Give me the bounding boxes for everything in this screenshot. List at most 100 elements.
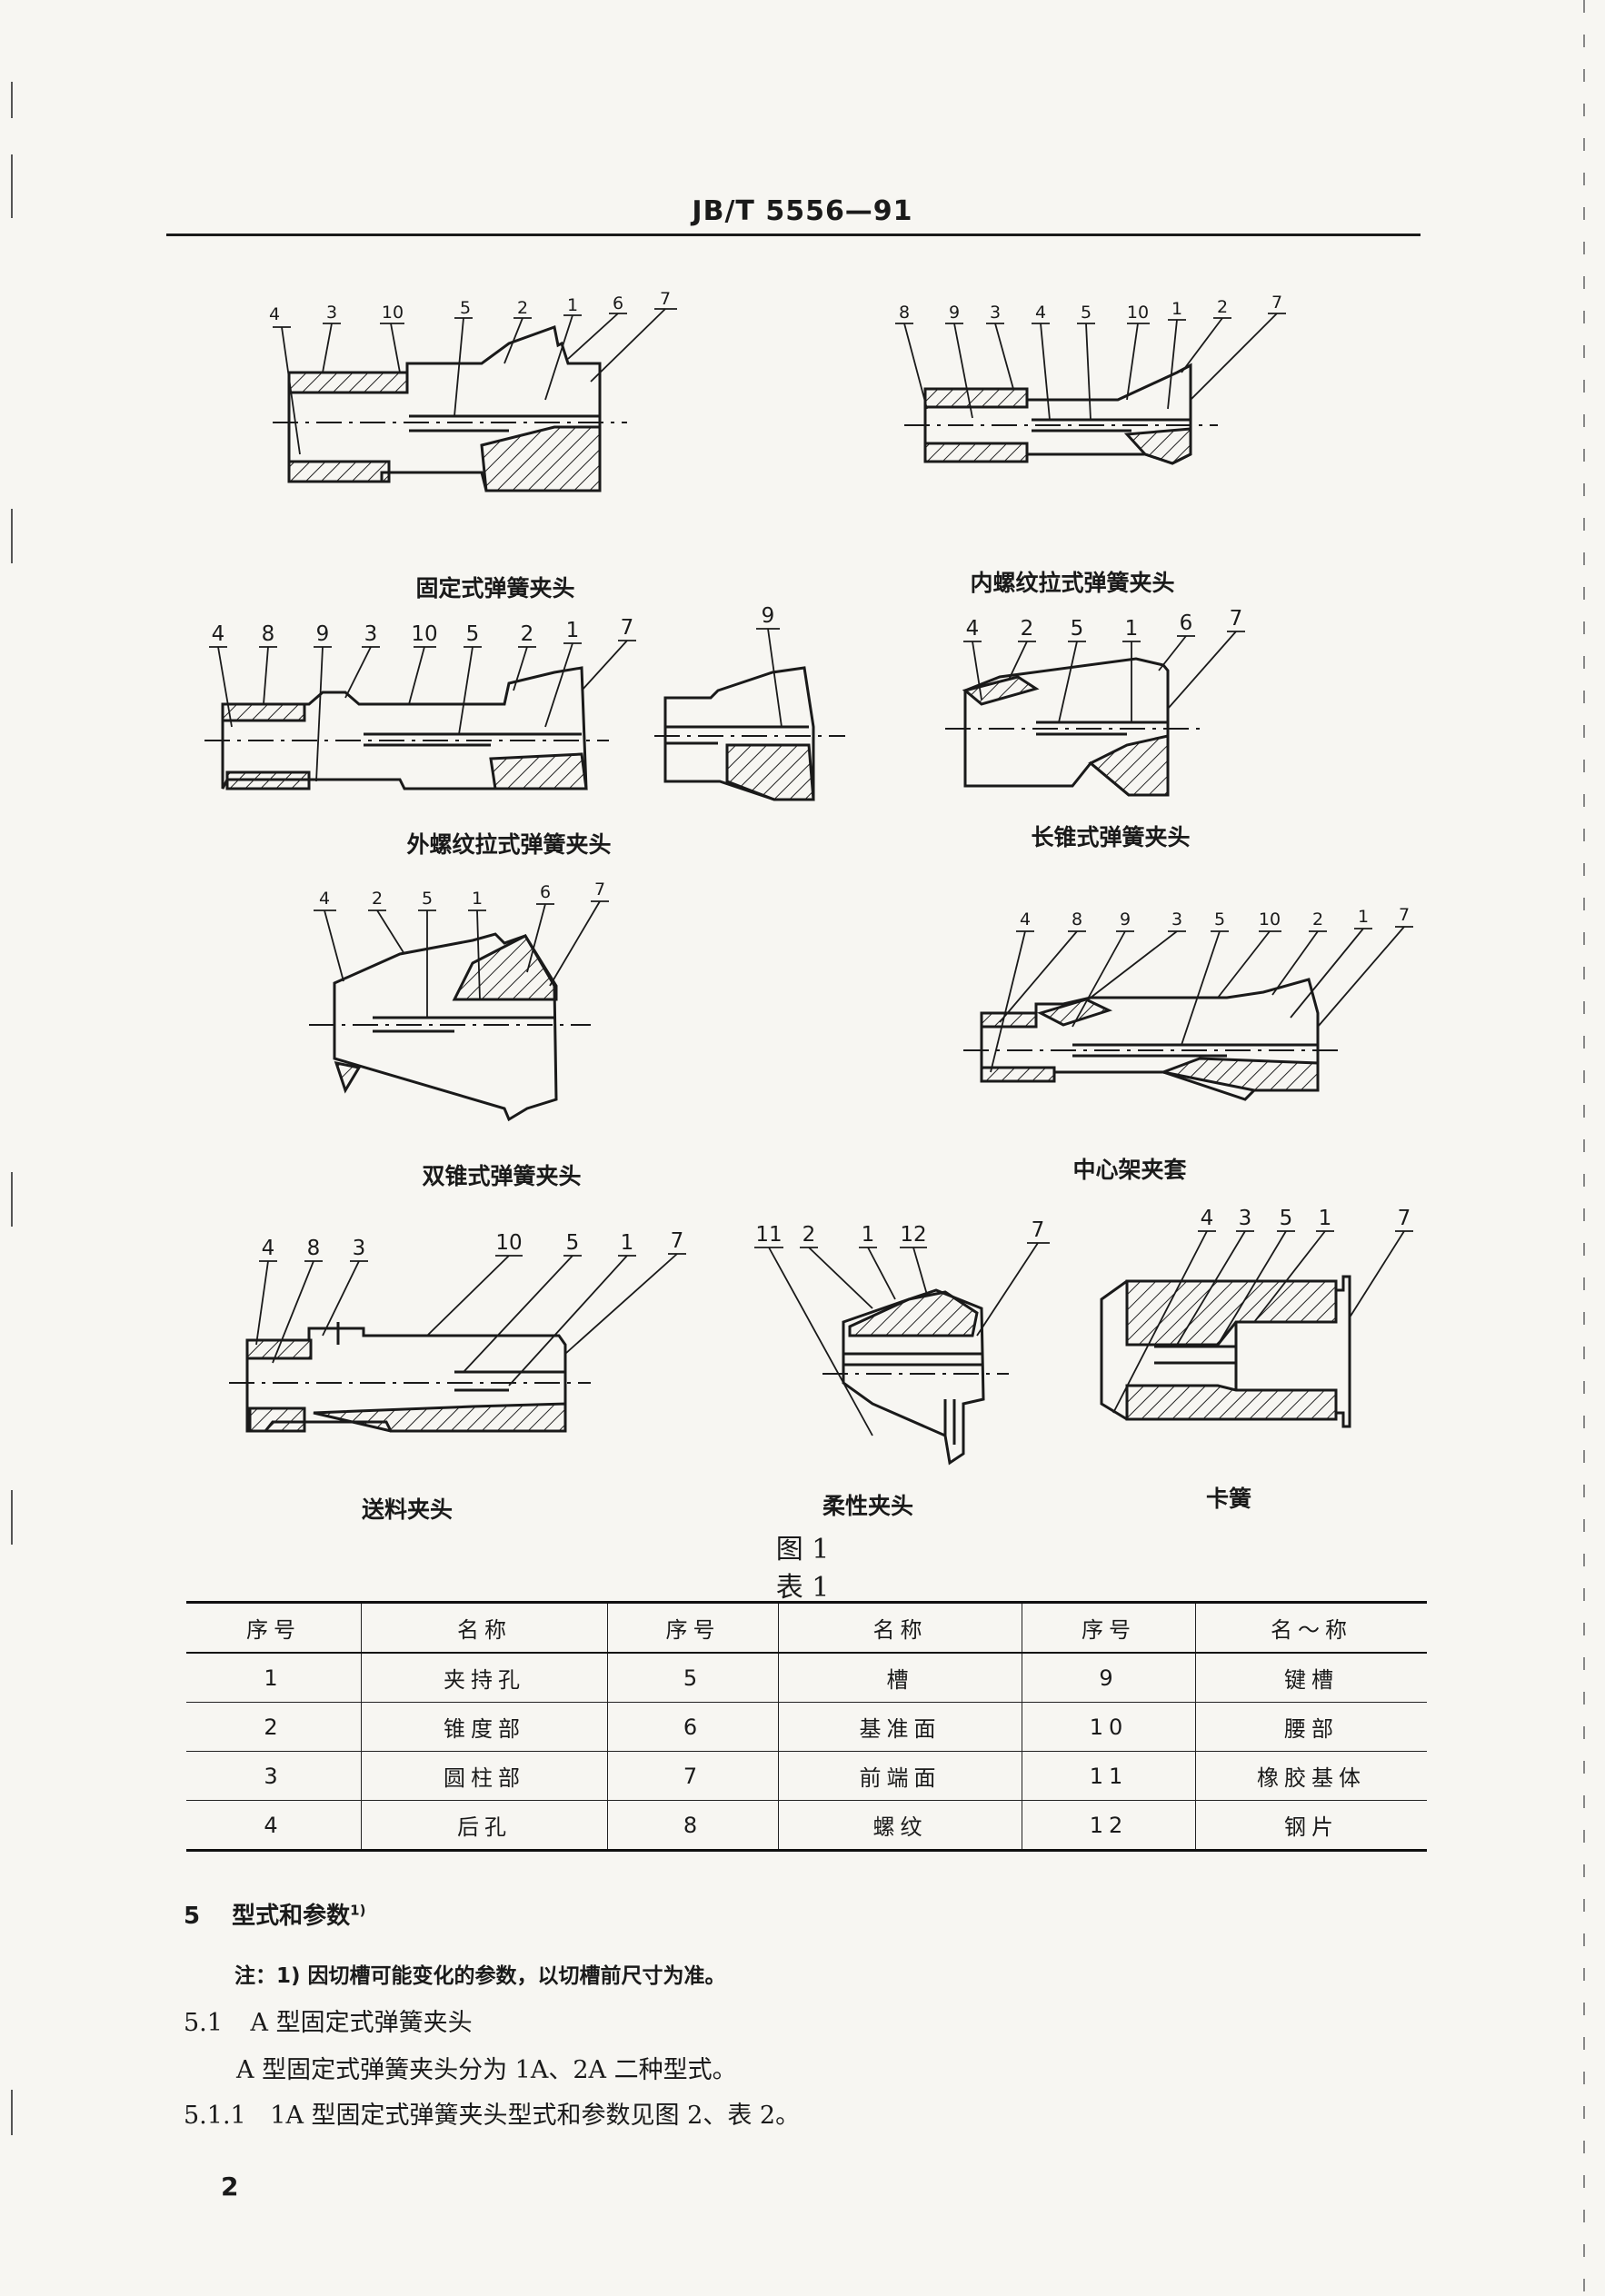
callout-label: 1 xyxy=(1171,299,1182,319)
table-cell: 4 xyxy=(186,1800,362,1851)
figure-label: 图 1 xyxy=(775,1534,830,1565)
table-header-cell: 名称 xyxy=(361,1602,608,1653)
callout-label: 7 xyxy=(621,616,634,640)
callout-label: 1 xyxy=(472,889,483,909)
callout-label: 2 xyxy=(517,298,528,318)
callout-label: 4 xyxy=(262,1237,275,1260)
caption-center-rest-sleeve: 中心架夹套 xyxy=(1072,1157,1187,1183)
table-cell: 8 xyxy=(607,1800,779,1851)
drawing-fixed-collet xyxy=(273,308,677,492)
parts-table: 序号 名称 序号 名称 序号 名～称 1 夹持孔 5 槽 9 键槽 2 锥度部 … xyxy=(186,1601,1427,1852)
callout-label: 1 xyxy=(567,295,578,315)
table-cell: 键槽 xyxy=(1195,1653,1427,1703)
callout-label: 6 xyxy=(613,293,623,313)
callout-label: 1 xyxy=(1319,1207,1332,1230)
table-cell: 11 xyxy=(1022,1751,1196,1801)
callout-label: 10 xyxy=(382,303,404,323)
callout-label: 11 xyxy=(755,1223,782,1247)
callout-label: 2 xyxy=(521,622,534,646)
table-cell: 橡胶基体 xyxy=(1195,1751,1427,1801)
caption-external-thread-collet: 外螺纹拉式弹簧夹头 xyxy=(406,831,612,858)
margin-mark xyxy=(11,1490,13,1545)
callout-label: 4 xyxy=(1201,1207,1214,1230)
callout-label: 9 xyxy=(762,604,775,628)
callout-label: 7 xyxy=(1271,293,1282,313)
footnote-note: 注：1) 因切槽可能变化的参数，以切槽前尺寸为准。 xyxy=(234,1964,726,1988)
drawing-double-taper-collet xyxy=(309,900,609,1122)
callout-label: 3 xyxy=(1171,909,1182,929)
callout-label: 3 xyxy=(990,303,1001,323)
margin-mark xyxy=(11,154,13,218)
callout-label: 4 xyxy=(1020,909,1031,929)
callout-label: 2 xyxy=(372,889,383,909)
callout-label: 5 xyxy=(460,298,471,318)
section-5-1-1-heading: 5.1.1 1A 型固定式弹簧夹头型式和参数见图 2、表 2。 xyxy=(184,2095,800,2131)
callout-label: 4 xyxy=(269,304,280,324)
margin-mark xyxy=(11,509,13,563)
callout-label: 6 xyxy=(540,882,551,902)
callout-label: 9 xyxy=(949,303,960,323)
callout-label: 4 xyxy=(966,617,980,641)
callout-label: 1 xyxy=(1358,907,1369,927)
table-cell: 10 xyxy=(1022,1702,1196,1752)
table-cell: 后孔 xyxy=(361,1800,608,1851)
callout-label: 1 xyxy=(621,1231,634,1255)
table-label: 表 1 xyxy=(775,1572,830,1604)
caption-snap-spring: 卡簧 xyxy=(1205,1486,1252,1512)
callout-label: 5 xyxy=(1214,909,1225,929)
table-cell: 前端面 xyxy=(778,1751,1022,1801)
callout-label: 8 xyxy=(899,303,910,323)
table-header-row: 序号 名称 序号 名称 序号 名～称 xyxy=(186,1602,1427,1653)
table-cell: 圆柱部 xyxy=(361,1751,608,1801)
callout-label: 3 xyxy=(326,303,337,323)
callout-label: 3 xyxy=(353,1237,366,1260)
callout-label: 5 xyxy=(466,622,480,646)
drawing-keyway-detail xyxy=(654,628,845,801)
table-cell: 夹持孔 xyxy=(361,1653,608,1703)
callout-label: 2 xyxy=(1312,909,1323,929)
table-cell: 7 xyxy=(607,1751,779,1801)
callout-label: 6 xyxy=(1180,611,1193,635)
table-row: 4 后孔 8 螺纹 12 钢片 xyxy=(186,1800,1427,1851)
caption-internal-thread-collet: 内螺纹拉式弹簧夹头 xyxy=(970,570,1175,596)
callout-label: 4 xyxy=(212,622,225,646)
footnote-ref: 1) xyxy=(350,1902,366,1919)
callout-label: 5 xyxy=(1081,303,1092,323)
callout-label: 1 xyxy=(862,1223,875,1247)
section-number: 5.1.1 xyxy=(184,2102,246,2130)
callout-label: 7 xyxy=(594,880,605,900)
table-row: 1 夹持孔 5 槽 9 键槽 xyxy=(186,1653,1427,1703)
table-header-cell: 序号 xyxy=(186,1602,362,1653)
figure-1-drawings: 4 3 10 5 2 1 6 7 8 9 3 4 5 10 1 2 7 4 8 … xyxy=(204,289,1413,1466)
caption-long-taper-collet: 长锥式弹簧夹头 xyxy=(1031,824,1191,850)
table-cell: 腰部 xyxy=(1195,1702,1427,1752)
table-row: 2 锥度部 6 基准面 10 腰部 xyxy=(186,1702,1427,1752)
table-header-cell: 序号 xyxy=(1022,1602,1196,1653)
section-title: 型式和参数 xyxy=(232,1903,351,1930)
drawing-center-rest-sleeve xyxy=(963,926,1413,1101)
callout-label: 2 xyxy=(802,1223,816,1247)
table-header-cell: 名称 xyxy=(778,1602,1022,1653)
callout-label: 5 xyxy=(566,1231,580,1255)
drawing-flexible-collet xyxy=(754,1242,1050,1466)
callout-label: 7 xyxy=(1032,1218,1045,1242)
callout-label: 7 xyxy=(1399,905,1410,925)
callout-label: 9 xyxy=(316,622,330,646)
callout-label: 7 xyxy=(671,1229,684,1253)
table-cell: 9 xyxy=(1022,1653,1196,1703)
table-cell: 5 xyxy=(607,1653,779,1703)
callout-label: 7 xyxy=(660,289,671,309)
callout-label: 1 xyxy=(1125,617,1139,641)
callout-label: 10 xyxy=(411,622,437,646)
drawing-long-taper-collet xyxy=(945,631,1245,797)
table-cell: 12 xyxy=(1022,1800,1196,1851)
margin-mark xyxy=(11,82,13,118)
table-cell: 螺纹 xyxy=(778,1800,1022,1851)
table-row: 3 圆柱部 7 前端面 11 橡胶基体 xyxy=(186,1751,1427,1801)
callout-label: 10 xyxy=(1127,303,1149,323)
callout-label: 5 xyxy=(1280,1207,1293,1230)
callout-label: 7 xyxy=(1230,607,1243,631)
section-5-1-text: A 型固定式弹簧夹头分为 1A、2A 二种型式。 xyxy=(236,2056,737,2084)
page-header: JB/T 5556—91 xyxy=(692,195,913,227)
header-rule xyxy=(166,234,1421,236)
